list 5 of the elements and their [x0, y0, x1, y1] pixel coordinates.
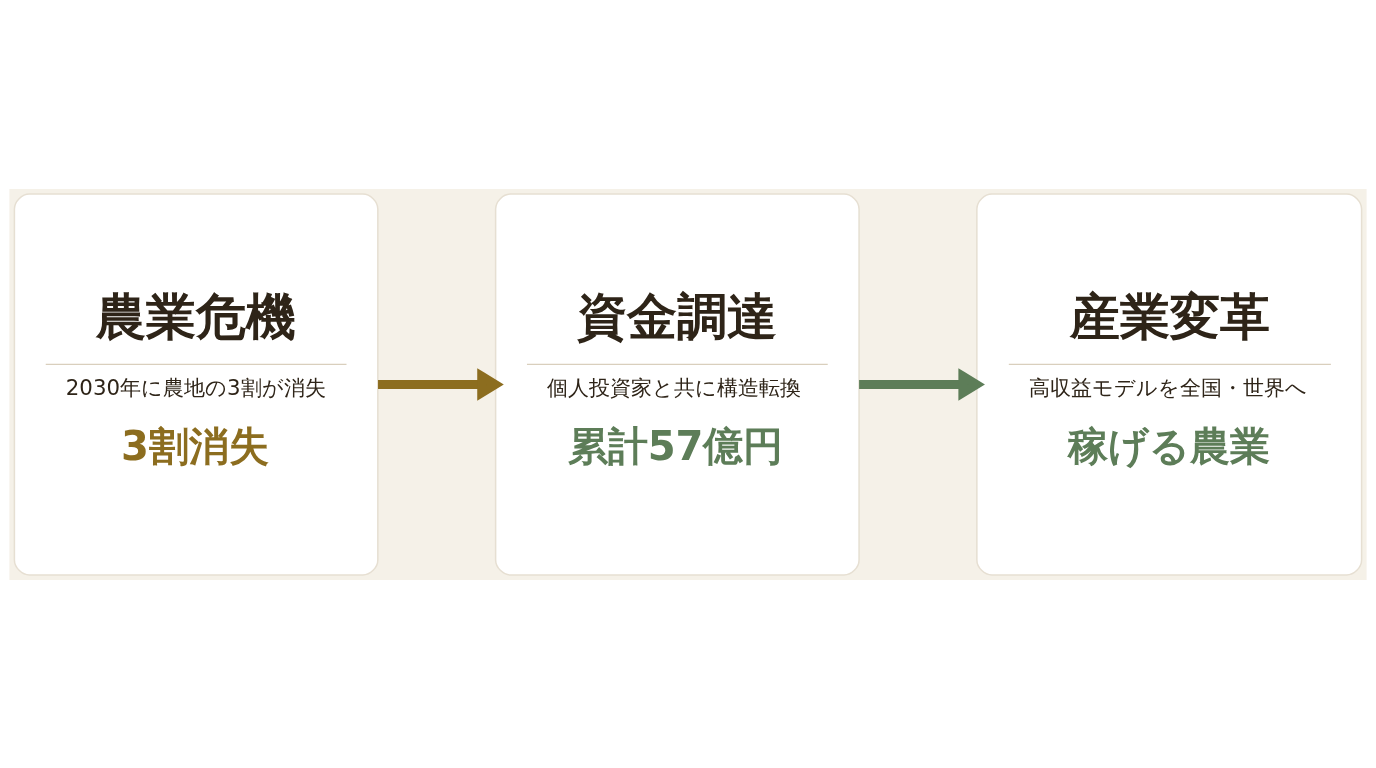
node-box: 産業変革 高収益モデルを全国・世界へ 稼げる農業	[976, 192, 1363, 576]
arrow	[378, 367, 504, 401]
node-box: 資金調達 個人投資家と共に構造転換 累計57億円	[494, 192, 860, 576]
node-box: 農業危機 2030年に農地の3割が消失 3割消失	[13, 192, 379, 576]
arrow	[859, 367, 985, 401]
